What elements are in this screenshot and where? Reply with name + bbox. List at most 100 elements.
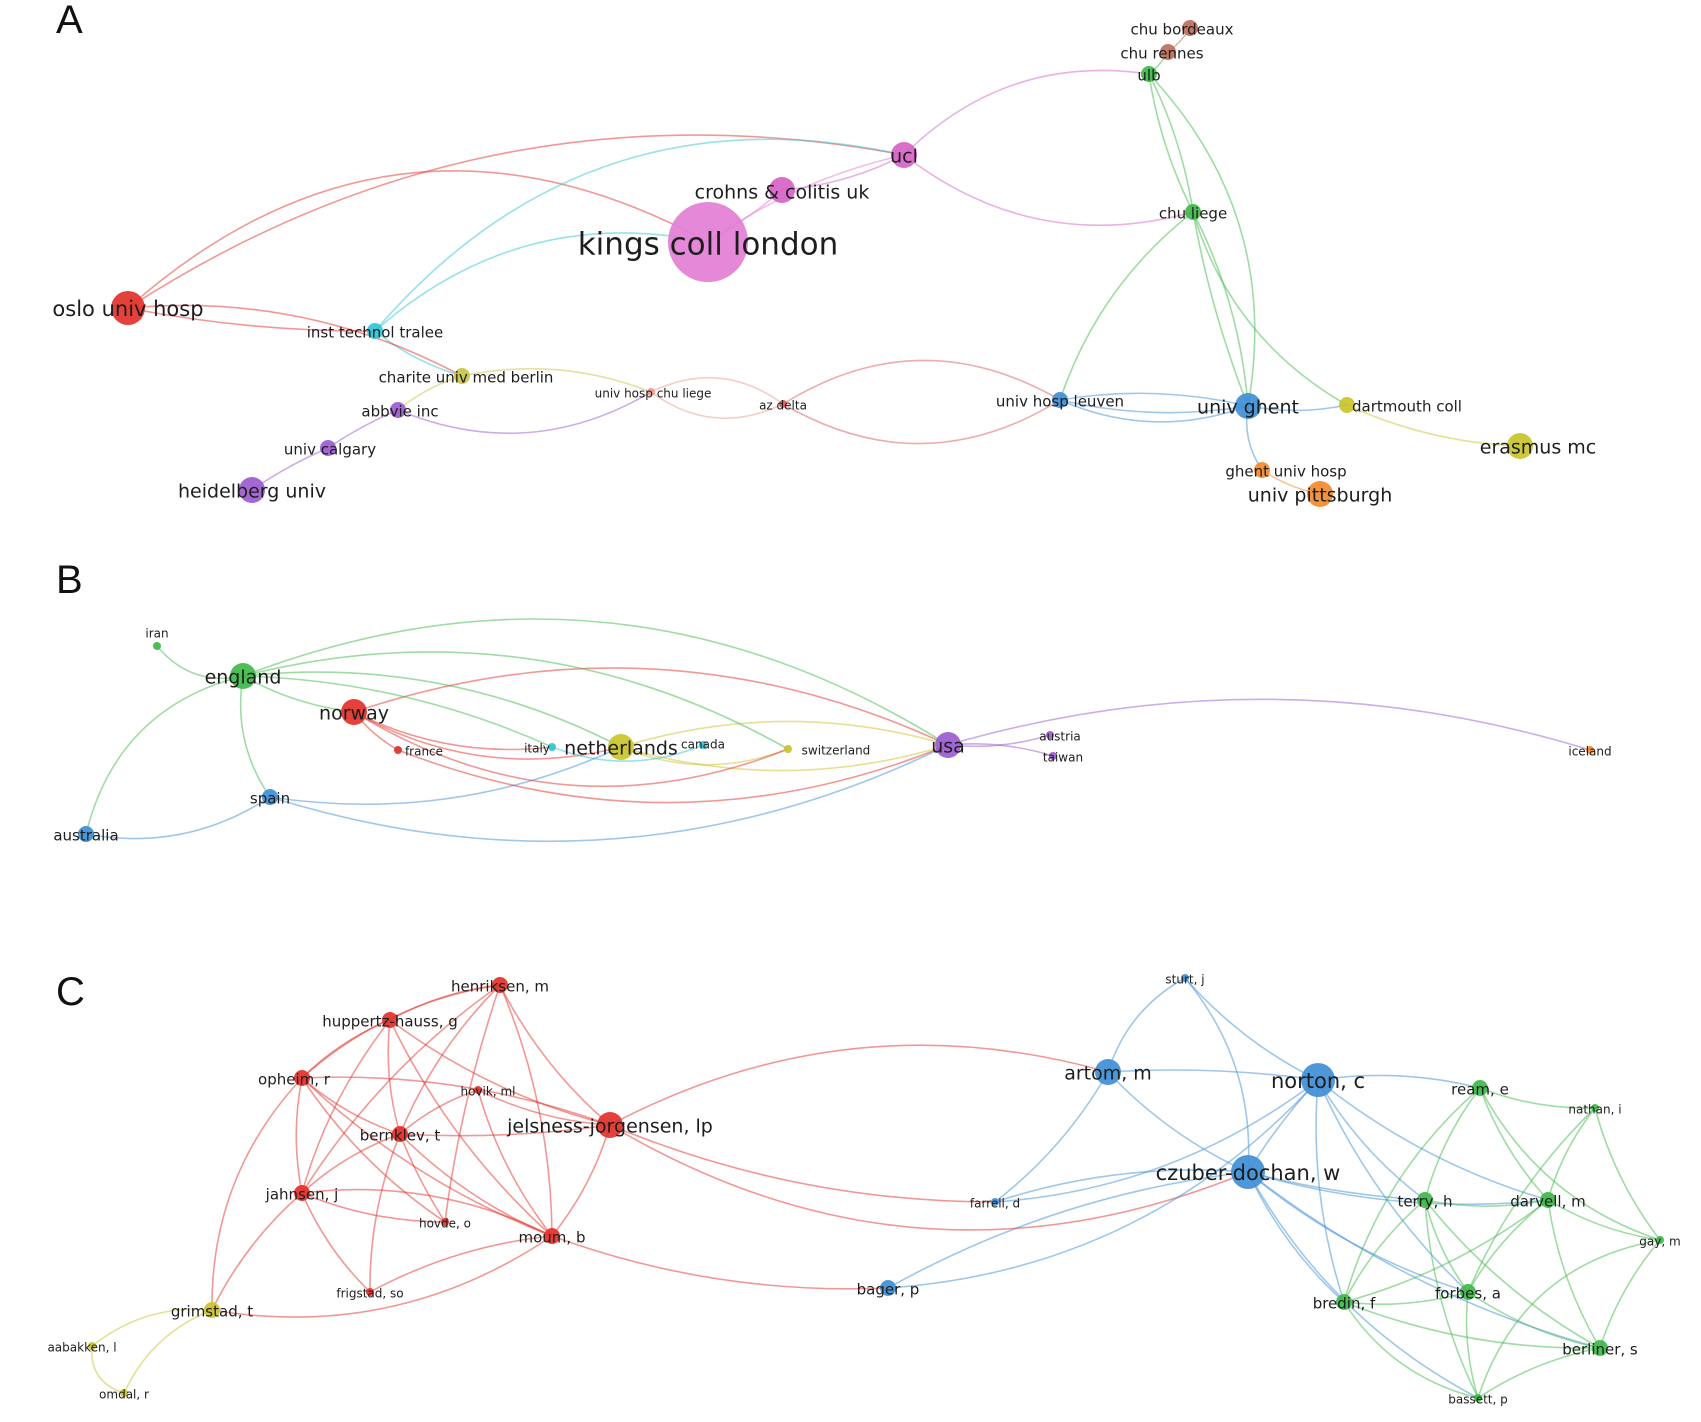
link-norton-ream	[1317, 1074, 1481, 1089]
node-label-bager: bager, p	[857, 1281, 920, 1299]
node-iran	[153, 642, 161, 650]
link-jahnsen-frigstad	[301, 1192, 371, 1293]
node-bager	[880, 1280, 896, 1296]
node-label-australia: australia	[53, 827, 118, 845]
node-bassett	[1474, 1394, 1482, 1402]
node-label-england: england	[205, 667, 282, 689]
link-ream-bredin	[1343, 1087, 1481, 1303]
link-farrell-norton	[994, 1079, 1319, 1203]
link-bernklev-hovde	[399, 1133, 446, 1223]
link-nathan-darvell	[1547, 1107, 1596, 1201]
node-label-oslo: oslo univ hosp	[52, 297, 203, 321]
node-terry	[1417, 1192, 1433, 1208]
node-label-opheim: opheim, r	[258, 1071, 331, 1089]
node-ghenthosp	[1254, 462, 1270, 478]
link-chuliege-leuven	[1059, 211, 1194, 401]
link-ream-nathan	[1479, 1087, 1596, 1109]
link-terry-forbes	[1424, 1199, 1469, 1293]
link-moum-jelsness	[551, 1124, 611, 1237]
node-label-erasmus: erasmus mc	[1480, 437, 1597, 459]
node-bernklev	[392, 1126, 408, 1142]
link-henriksen-hovde	[444, 984, 501, 1223]
node-rennes	[1160, 44, 1176, 60]
link-terry-bassett	[1424, 1199, 1479, 1399]
link-gay-bassett	[1477, 1239, 1661, 1399]
node-italy	[548, 743, 556, 751]
node-spain	[262, 789, 278, 805]
link-hovik-bernklev	[399, 1089, 479, 1135]
link-jahnsen-moum	[301, 1188, 553, 1237]
link-bredin-bassett	[1343, 1301, 1479, 1399]
link-berliner-bassett	[1477, 1347, 1601, 1399]
node-label-azdelta: az delta	[759, 399, 807, 413]
link-farrell-artom	[994, 1071, 1109, 1203]
node-label-grimstad: grimstad, t	[171, 1303, 253, 1321]
link-england-switzerland	[242, 651, 789, 750]
node-label-chuliege: chu liege	[1159, 205, 1227, 223]
link-dartmouth-erasmus	[1346, 404, 1521, 447]
node-label-ghent: univ ghent	[1197, 397, 1299, 419]
node-france	[394, 746, 402, 754]
link-opheim-jahnsen	[295, 1077, 303, 1194]
node-label-liegeA: univ hosp chu liege	[595, 387, 712, 401]
link-jahnsen-hovde	[301, 1192, 446, 1223]
node-charite	[454, 368, 470, 384]
link-artom-norton	[1107, 1069, 1319, 1081]
node-label-sturt: sturt, j	[1165, 973, 1204, 987]
link-france-usa	[397, 744, 949, 804]
node-nathan	[1591, 1104, 1599, 1112]
node-aabakken	[88, 1342, 96, 1350]
link-henriksen-jelsness	[499, 984, 611, 1126]
node-label-gay: gay, m	[1639, 1235, 1680, 1249]
node-canada	[699, 741, 707, 749]
link-norway-usa	[353, 667, 949, 746]
node-label-bredin: bredin, f	[1313, 1295, 1376, 1313]
node-label-crohns: crohns & colitis uk	[695, 182, 870, 204]
link-chuliege-ghent	[1192, 211, 1249, 407]
node-forbes	[1460, 1284, 1476, 1300]
node-label-farrell: farrell, d	[970, 1197, 1020, 1211]
panel-letter-b: B	[56, 558, 83, 602]
link-sturt-artom	[1107, 977, 1186, 1073]
link-terry-bredin	[1343, 1199, 1426, 1303]
node-label-abbvie: abbvie inc	[361, 403, 438, 421]
link-opheim-jelsness	[301, 1076, 611, 1126]
node-label-austria: austria	[1039, 730, 1081, 744]
link-farrell-czuber	[994, 1169, 1249, 1203]
node-label-iceland: iceland	[1568, 745, 1611, 759]
node-label-iran: iran	[145, 627, 168, 641]
node-hovik	[474, 1086, 482, 1094]
link-england-italy	[242, 675, 553, 748]
node-label-leuven: univ hosp leuven	[996, 393, 1124, 411]
link-usa-iceland	[947, 698, 1591, 751]
node-label-aabakken: aabakken, l	[47, 1341, 116, 1355]
node-darvell	[1540, 1192, 1556, 1208]
link-henriksen-moum	[499, 984, 553, 1237]
node-iceland	[1586, 746, 1594, 754]
node-ream	[1472, 1080, 1488, 1096]
link-ulb-ghent	[1148, 73, 1256, 407]
node-dartmouth	[1339, 397, 1355, 413]
link-bernklev-jahnsen	[301, 1133, 401, 1194]
link-leuven-ghent	[1059, 392, 1249, 407]
link-norton-terry	[1317, 1079, 1426, 1201]
link-spain-usa	[269, 744, 949, 843]
link-azdelta-leuven	[782, 399, 1061, 445]
link-liegeA-azdelta	[650, 391, 784, 419]
node-hovde	[441, 1218, 449, 1226]
node-azdelta	[779, 400, 787, 408]
node-label-henriksen: henriksen, m	[451, 978, 549, 996]
node-gay	[1656, 1236, 1664, 1244]
node-label-usa: usa	[931, 736, 965, 758]
node-opheim	[294, 1070, 310, 1086]
link-huppertz-jahnsen	[301, 1019, 391, 1194]
link-aabakken-omdal	[91, 1345, 125, 1394]
link-bager-czuber	[887, 1171, 1249, 1289]
link-oslo-ucl	[127, 134, 905, 309]
link-moum-bager	[551, 1235, 889, 1290]
node-label-netherlands: netherlands	[564, 738, 678, 760]
node-label-france: france	[405, 745, 443, 759]
link-norway-netherlands	[353, 711, 622, 760]
link-ream-terry	[1424, 1087, 1481, 1201]
